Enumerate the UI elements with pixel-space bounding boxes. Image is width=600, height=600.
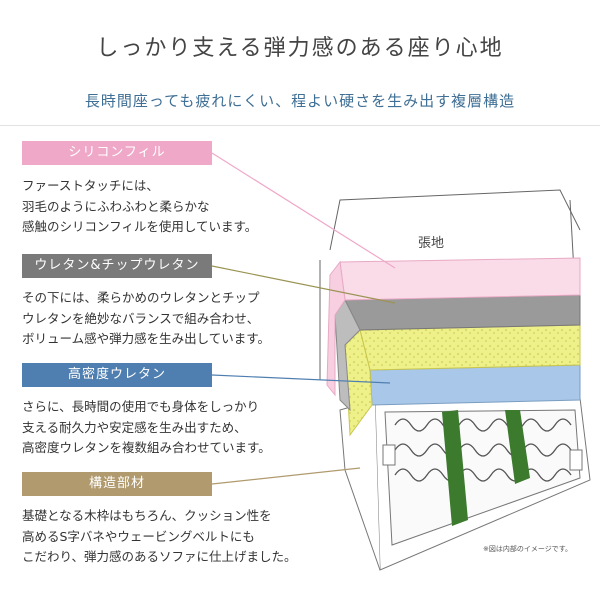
- layer-desc-silicone-fill: ファーストタッチには、 羽毛のようにふわふわと柔らかな 感触のシリコンフィルを使…: [22, 178, 258, 234]
- layer-label-silicone-fill: シリコンフィル: [22, 141, 212, 165]
- wood-frame: [339, 397, 591, 571]
- layer-desc-high-density-urethane: さらに、長時間の使用でも身体をしっかり 支える耐久力や安定感を生み出すため、 高…: [22, 399, 271, 455]
- page-subtitle: 長時間座っても疲れにくい、程よい硬さを生み出す複層構造: [84, 92, 516, 110]
- upholstery-label: 張地: [418, 236, 444, 251]
- layer-label-high-density-urethane: 高密度ウレタン: [22, 363, 212, 387]
- divider: [0, 125, 600, 126]
- layer-desc-urethane-chip: その下には、柔らかめのウレタンとチップ ウレタンを絶妙なバランスで組み合わせ、 …: [22, 290, 271, 346]
- layer-label-structure: 構造部材: [22, 472, 212, 496]
- layer-label-urethane-chip: ウレタン&チップウレタン: [22, 254, 212, 278]
- image-note: ※図は内部のイメージです。: [482, 545, 572, 553]
- layer-chip-urethane: [344, 324, 581, 437]
- leader-lines: [211, 152, 396, 485]
- layer-silicone-fill: [326, 257, 581, 397]
- layer-urethane: [334, 294, 581, 412]
- page-title: しっかり支える弾力感のある座り心地: [96, 36, 504, 61]
- layer-desc-structure: 基礎となる木枠はもちろん、クッション性を 高めるS字バネやウェービングベルトにも…: [22, 508, 297, 564]
- webbing-belts: [442, 410, 530, 526]
- frame-brackets: [382, 444, 583, 471]
- s-springs: [394, 418, 572, 482]
